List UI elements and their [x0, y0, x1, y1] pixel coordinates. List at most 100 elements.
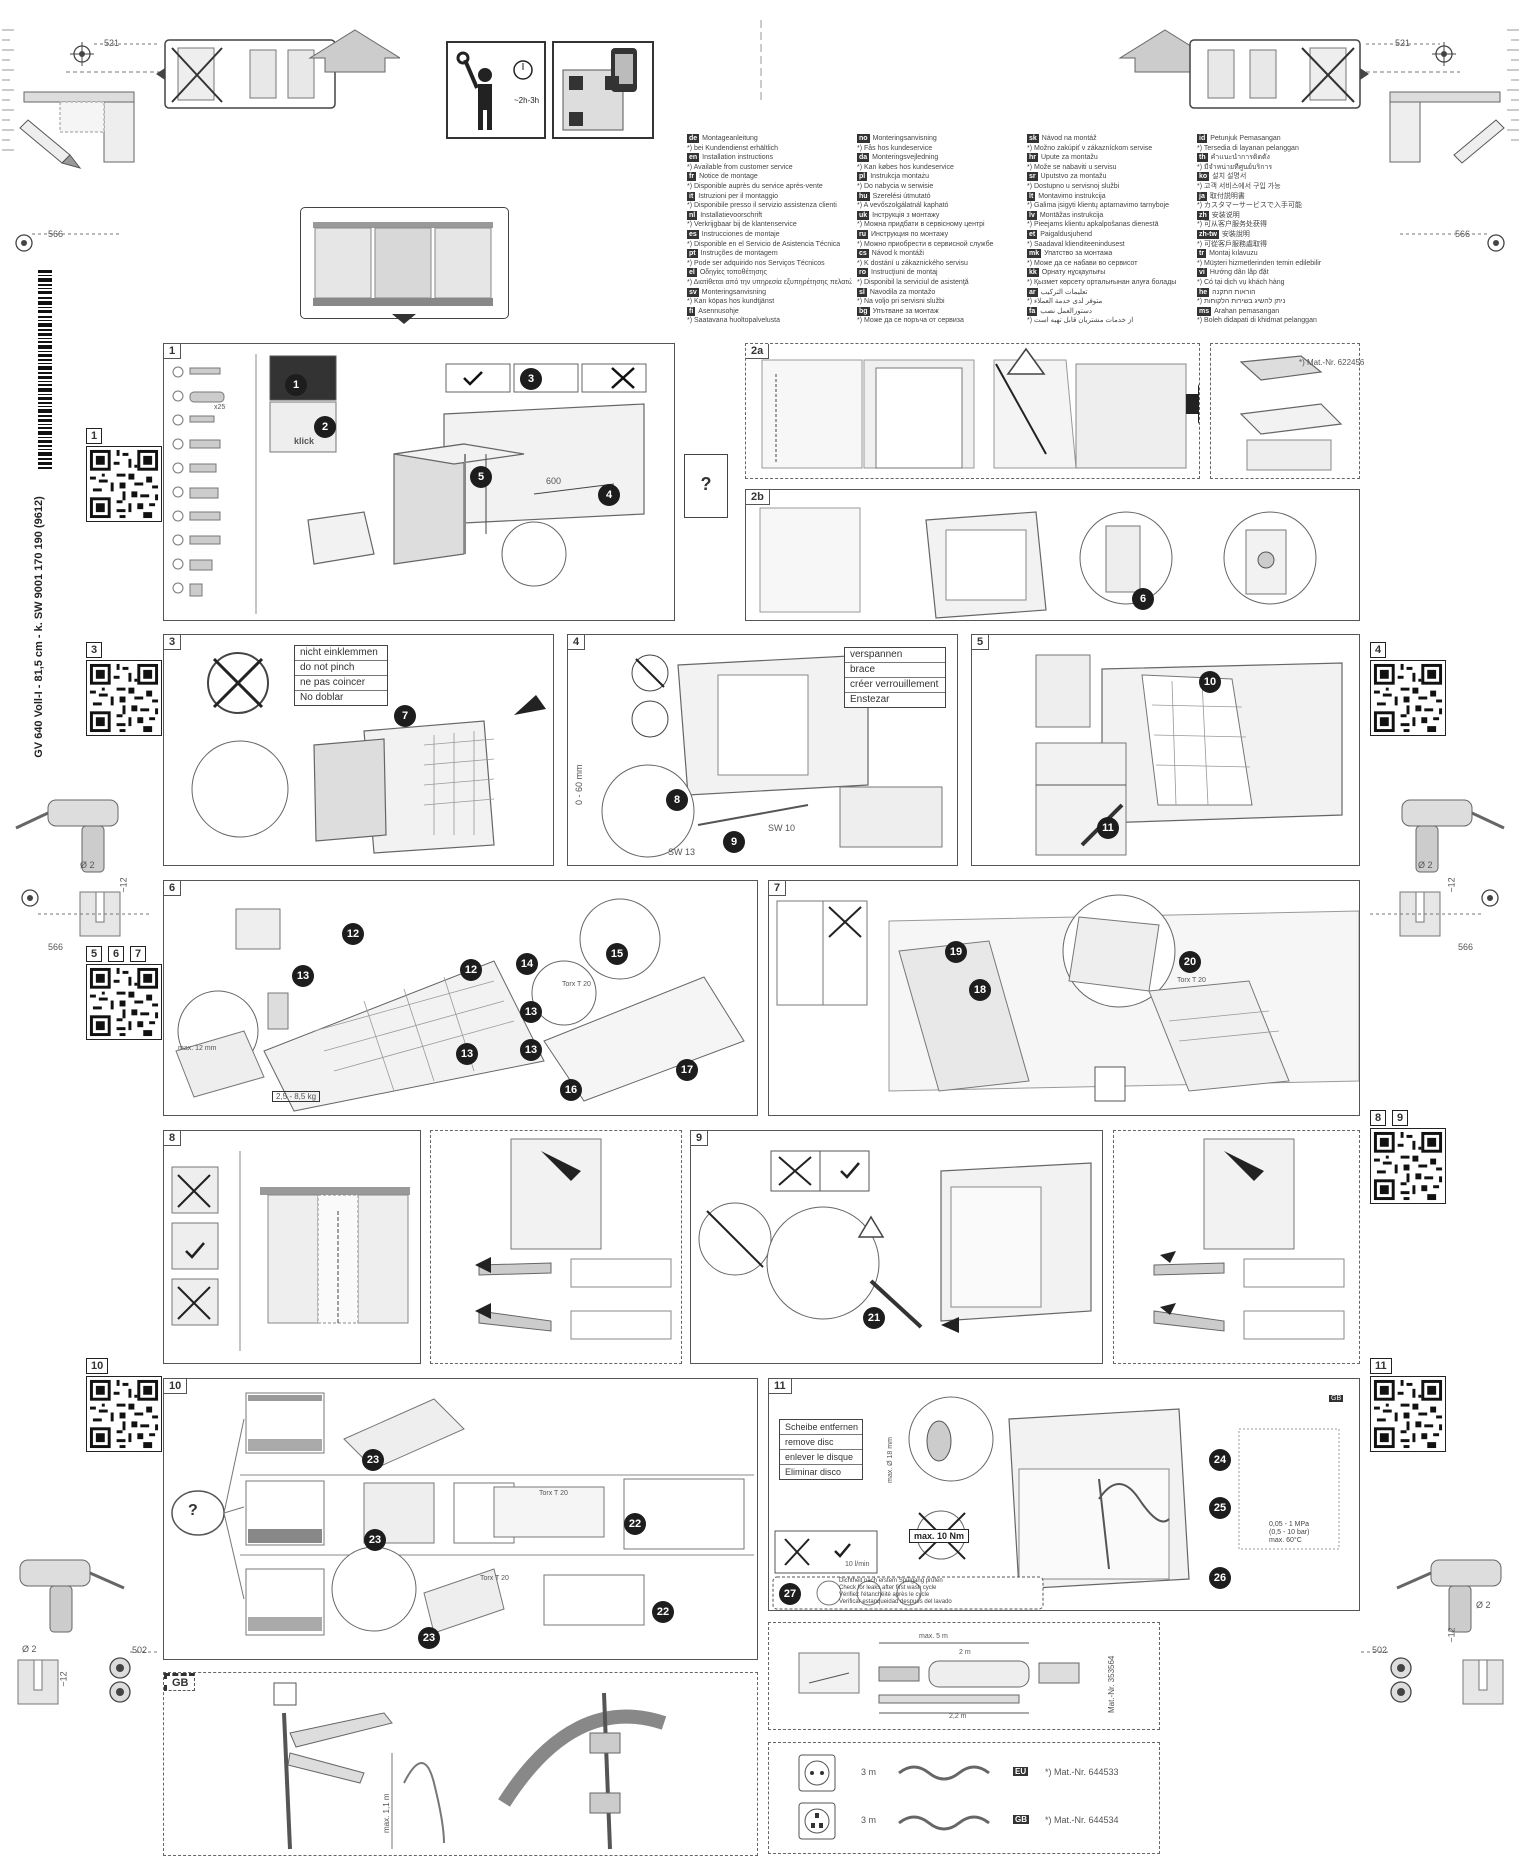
- language-code: hr: [1027, 153, 1038, 163]
- language-text: Instrucciones de montaje: [701, 231, 780, 238]
- question-mark: ?: [700, 474, 712, 494]
- height-range: 0 - 60 mm: [574, 764, 584, 805]
- language-text: *) از خدمات مشتریان قابل تهیه است: [1027, 317, 1134, 325]
- step-8-detail: [430, 1130, 682, 1364]
- language-text: *) Можна придбати в сервісному центрі: [857, 221, 985, 229]
- barcode: [38, 270, 52, 469]
- language-availability-note: *) Može se nabaviti u servisu: [1027, 163, 1192, 172]
- disc-word: remove disc: [780, 1435, 862, 1450]
- callout-6: 6: [1132, 588, 1154, 610]
- language-availability-note: *) Dostupno u servisnoj službi: [1027, 182, 1192, 191]
- qr-code[interactable]: [1370, 660, 1446, 736]
- step-2a-panel: 2a: [745, 343, 1200, 479]
- drill-diameter-bottom-left: Ø 2: [22, 1644, 37, 1654]
- qr-code[interactable]: [86, 660, 162, 736]
- language-text: Monteringsanvisning: [872, 135, 937, 142]
- dim-502-right: 502: [1372, 1645, 1388, 1655]
- language-text: *) 可从客户服务处获得: [1197, 221, 1267, 229]
- step-3-panel: 3 nicht einklemmen do not pinch ne pas c…: [163, 634, 554, 866]
- warning-word: nicht einklemmen: [295, 646, 387, 661]
- max-height-label: max. 1,1 m: [382, 1793, 391, 1833]
- center-mark: [760, 20, 762, 100]
- step-1-illustration: [172, 354, 647, 614]
- language-code: en: [687, 153, 700, 163]
- callout-13a: 13: [292, 965, 314, 987]
- language-code: zh: [1197, 210, 1209, 220]
- callout-3: 3: [520, 368, 542, 390]
- step-number: 3: [164, 635, 182, 650]
- language-text: *) Do nabycia w serwisie: [857, 183, 934, 190]
- qr-code[interactable]: [1370, 1128, 1446, 1204]
- torx-label: Torx T 20: [562, 981, 591, 988]
- language-text: *) Dostupno u servisnoj službi: [1027, 183, 1120, 190]
- qr-code[interactable]: [86, 964, 162, 1040]
- drill-right-middle: [1370, 799, 1505, 937]
- language-text: 取付説明書: [1209, 192, 1245, 200]
- step-4-panel: 4 verspannen brace créer verrouillement …: [567, 634, 958, 866]
- callout-16: 16: [560, 1079, 582, 1101]
- language-code: bg: [857, 306, 870, 316]
- overview-pointer: [392, 314, 416, 324]
- language-text: *) Disponible auprès du service après-ve…: [687, 183, 823, 190]
- qr-label: 11: [1370, 1358, 1392, 1374]
- torx-label: Torx T 20: [539, 1490, 568, 1497]
- duration-label: ~2h-3h: [514, 96, 540, 105]
- callout-13b: 13: [456, 1043, 478, 1065]
- language-code: fa: [1027, 306, 1038, 316]
- language-text: *) Saadaval klienditeenindusest: [1027, 240, 1125, 248]
- disc-words: Scheibe entfernen remove disc enlever le…: [779, 1419, 863, 1480]
- language-code: fr: [687, 172, 697, 182]
- language-text: *) Διατίθεται από την υπηρεσία εξυπηρέτη…: [687, 279, 852, 286]
- language-availability-note: *) Na voljo pri servisni službi: [857, 297, 1022, 306]
- hose-extension-illustration: [798, 1642, 1080, 1714]
- step-9-hinge-detail: [1153, 1138, 1345, 1340]
- qr-code[interactable]: [86, 1376, 162, 1452]
- language-text: Návod k montáži: [871, 250, 924, 258]
- language-code: ro: [857, 268, 868, 278]
- callout-22a: 22: [624, 1513, 646, 1535]
- language-text: Istruzioni per il montaggio: [698, 192, 779, 200]
- qr-code[interactable]: [86, 446, 162, 522]
- language-code: kk: [1027, 268, 1039, 278]
- language-text: Installation instructions: [702, 154, 773, 162]
- language-text: *) Available from customer service: [687, 163, 793, 171]
- step-number: 7: [769, 881, 787, 896]
- qr-code[interactable]: [1370, 1376, 1446, 1452]
- qr-label: 9: [1392, 1110, 1409, 1126]
- question-door: ?: [684, 454, 728, 518]
- callout-22b: 22: [652, 1601, 674, 1623]
- step-9-detail: [1113, 1130, 1360, 1364]
- language-text: Упатство за монтажа: [1044, 250, 1113, 258]
- callout-17: 17: [676, 1059, 698, 1081]
- language-availability-note: *) bei Kundendienst erhältlich: [687, 144, 852, 153]
- hose-22m: 2,2 m: [949, 1713, 967, 1720]
- language-text: *) Disponibile presso il servizio assist…: [687, 202, 837, 210]
- callout-11: 11: [1097, 817, 1119, 839]
- parts-count: x25: [214, 404, 226, 411]
- step-number: 5: [972, 635, 990, 650]
- tag-gb: GB: [1013, 1815, 1029, 1824]
- tag-eu: EU: [1013, 1767, 1029, 1776]
- qr-label: 6: [108, 946, 125, 962]
- step-7-panel: 7 18 19 20 Torx T 20: [768, 880, 1360, 1116]
- language-code: da: [857, 153, 870, 163]
- language-availability-note: *) Verkrijgbaar bij de klantenservice: [687, 220, 852, 229]
- brace-word: créer verrouillement: [845, 678, 945, 693]
- language-code: id: [1197, 134, 1208, 143]
- drill-depth-right: −12: [1446, 877, 1457, 893]
- step-6-illustration: [175, 898, 745, 1112]
- max-torque: max. 10 Nm: [909, 1529, 970, 1543]
- language-availability-note: *) Disponible en el Servicio de Asistenc…: [687, 240, 852, 249]
- language-availability-note: *) Saadaval klienditeenindusest: [1027, 240, 1192, 249]
